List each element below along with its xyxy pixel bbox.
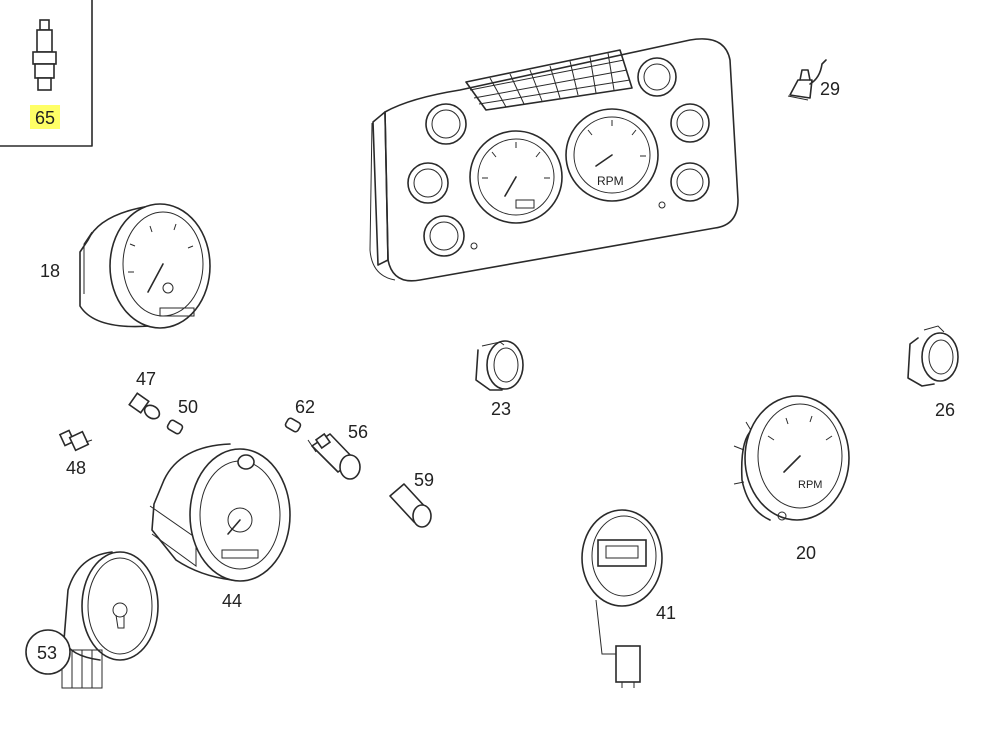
highlight-65 — [30, 105, 60, 129]
part-62-bulb[interactable]: 62 — [284, 397, 315, 433]
part-label-53: 53 — [37, 643, 57, 663]
cluster-speedometer-icon — [469, 130, 563, 224]
part-47-bulb[interactable]: 47 — [128, 369, 162, 422]
part-41-display[interactable]: 41 — [581, 509, 676, 688]
part-56-socket[interactable]: 56 — [307, 422, 368, 480]
inset-box-part-65[interactable]: 65 — [0, 0, 93, 147]
part-50-bulb[interactable]: 50 — [166, 397, 198, 435]
part-59-bulb[interactable]: 59 — [389, 470, 434, 528]
part-label-44: 44 — [222, 591, 242, 611]
small-gauge-icon — [423, 215, 465, 257]
part-20-tachometer[interactable]: RPM 20 — [733, 395, 850, 563]
part-label-65: 65 — [35, 108, 55, 128]
part-label-20: 20 — [796, 543, 816, 563]
part-29-sender[interactable]: 29 — [787, 59, 840, 101]
rpm-text: RPM — [798, 479, 822, 491]
part-44-gauge[interactable]: 44 — [149, 443, 291, 611]
part-label-47: 47 — [136, 369, 156, 389]
part-26-ring[interactable]: 26 — [907, 325, 959, 420]
part-label-50: 50 — [178, 397, 198, 417]
part-label-48: 48 — [66, 458, 86, 478]
small-gauge-icon — [407, 162, 449, 204]
part-label-56: 56 — [348, 422, 368, 442]
rpm-text: RPM — [597, 174, 624, 188]
cluster-tachometer-icon: RPM — [565, 108, 659, 202]
instrument-cluster[interactable]: RPM — [369, 38, 739, 282]
part-48-sensor[interactable]: 48 — [58, 429, 93, 478]
part-label-23: 23 — [491, 399, 511, 419]
sensor-plug-icon — [32, 19, 57, 91]
part-18-gauge[interactable]: 18 — [40, 203, 211, 329]
part-label-26: 26 — [935, 400, 955, 420]
part-53-dial[interactable]: 53 — [25, 551, 159, 689]
small-gauge-icon — [425, 103, 467, 145]
small-gauge-icon — [637, 57, 677, 97]
small-gauge-icon — [670, 103, 710, 143]
part-label-18: 18 — [40, 261, 60, 281]
part-label-59: 59 — [414, 470, 434, 490]
part-label-41: 41 — [656, 603, 676, 623]
part-23-ring[interactable]: 23 — [475, 340, 524, 419]
part-label-62: 62 — [295, 397, 315, 417]
small-gauge-icon — [670, 162, 710, 202]
part-label-29: 29 — [820, 79, 840, 99]
cluster-grille — [465, 49, 633, 111]
